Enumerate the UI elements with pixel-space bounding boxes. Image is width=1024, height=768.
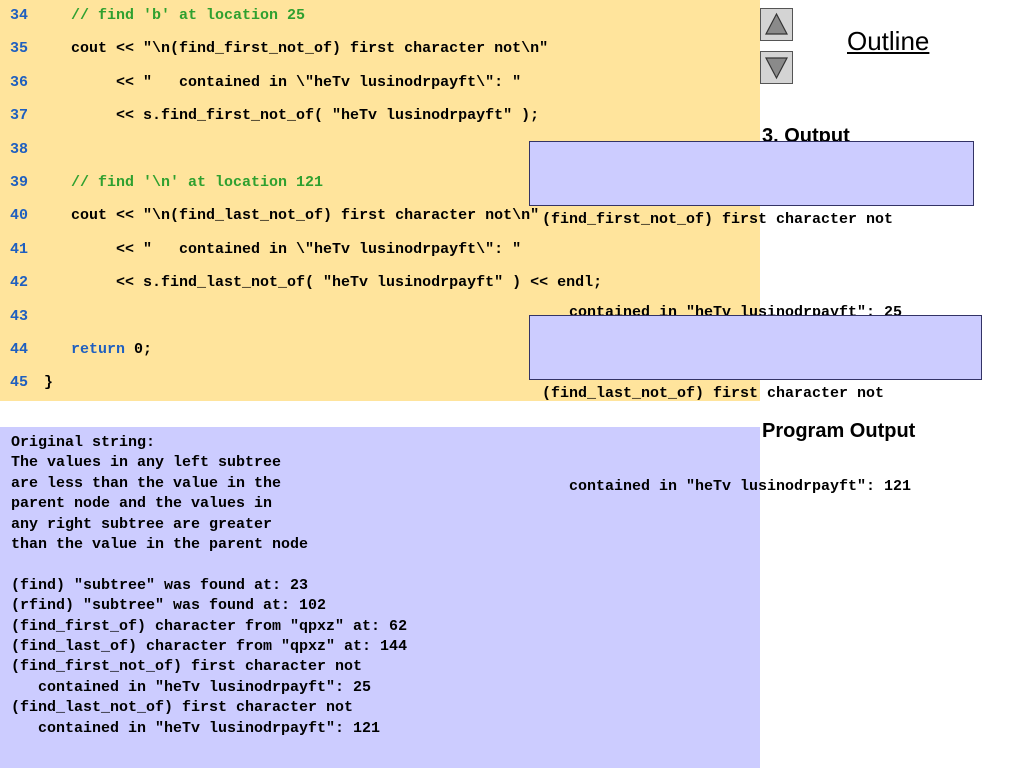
code-comment: // find 'b' at location 25 — [71, 7, 306, 24]
line-number: 45 — [10, 374, 29, 392]
line-number: 39 — [10, 174, 29, 191]
line-number: 41 — [10, 240, 29, 258]
line-number: 37 — [10, 107, 29, 125]
callout-last-not-of: (find_last_not_of) first character not c… — [529, 315, 982, 495]
code-fragment: cout << "\n(find_last_not_of) first char… — [71, 207, 540, 225]
code-fragment: << s.find_first_not_of( "heTv lusinodrpa… — [116, 107, 540, 125]
code-text: } — [44, 366, 53, 399]
triangle-down-icon — [765, 57, 788, 80]
code-text: // find 'b' at location 25 — [44, 0, 305, 32]
line-number: 44 — [10, 341, 29, 358]
line-number: 43 — [10, 307, 29, 325]
next-slide-button[interactable] — [760, 51, 793, 84]
code-fragment: << " contained in \"heTv lusinodrpayft\"… — [116, 73, 522, 91]
line-number: 35 — [10, 40, 29, 58]
code-text: return 0; — [44, 333, 152, 366]
callout-line: contained in "heTv lusinodrpayft": 121 — [542, 478, 912, 495]
code-text: << s.find_first_not_of( "heTv lusinodrpa… — [44, 99, 539, 132]
outline-link[interactable]: Outline — [847, 26, 930, 56]
line-number: 34 — [10, 7, 29, 24]
code-comment: // find '\n' at location 121 — [71, 174, 324, 191]
callout-line: (find_first_not_of) first character not — [542, 211, 894, 228]
code-text: cout << "\n(find_first_not_of) first cha… — [44, 32, 548, 65]
code-fragment: 0; — [125, 341, 153, 358]
code-fragment: cout << "\n(find_first_not_of) first cha… — [71, 40, 549, 58]
code-text: << " contained in \"heTv lusinodrpayft\"… — [44, 233, 521, 266]
callout-line: (find_last_not_of) first character not — [542, 385, 885, 402]
code-text: // find '\n' at location 121 — [44, 166, 323, 199]
line-number: 36 — [10, 73, 29, 91]
code-text: << s.find_last_not_of( "heTv lusinodrpay… — [44, 266, 602, 299]
code-fragment: } — [44, 374, 54, 392]
code-fragment: << s.find_last_not_of( "heTv lusinodrpay… — [116, 274, 603, 292]
code-text: cout << "\n(find_last_not_of) first char… — [44, 199, 539, 232]
line-number: 38 — [10, 140, 29, 158]
line-number: 40 — [10, 207, 29, 225]
line-number: 42 — [10, 274, 29, 292]
code-fragment: << " contained in \"heTv lusinodrpayft\"… — [116, 240, 522, 258]
callout-first-not-of: (find_first_not_of) first character not … — [529, 141, 974, 321]
code-text: << " contained in \"heTv lusinodrpayft\"… — [44, 66, 521, 99]
program-output-panel: Original string: The values in any left … — [0, 427, 760, 768]
triangle-up-icon — [765, 12, 788, 35]
previous-slide-button[interactable] — [760, 8, 793, 41]
section-label-program-output: Program Output — [762, 420, 916, 442]
program-output-text: Original string: The values in any left … — [11, 434, 408, 737]
keyword-return: return — [71, 341, 126, 358]
